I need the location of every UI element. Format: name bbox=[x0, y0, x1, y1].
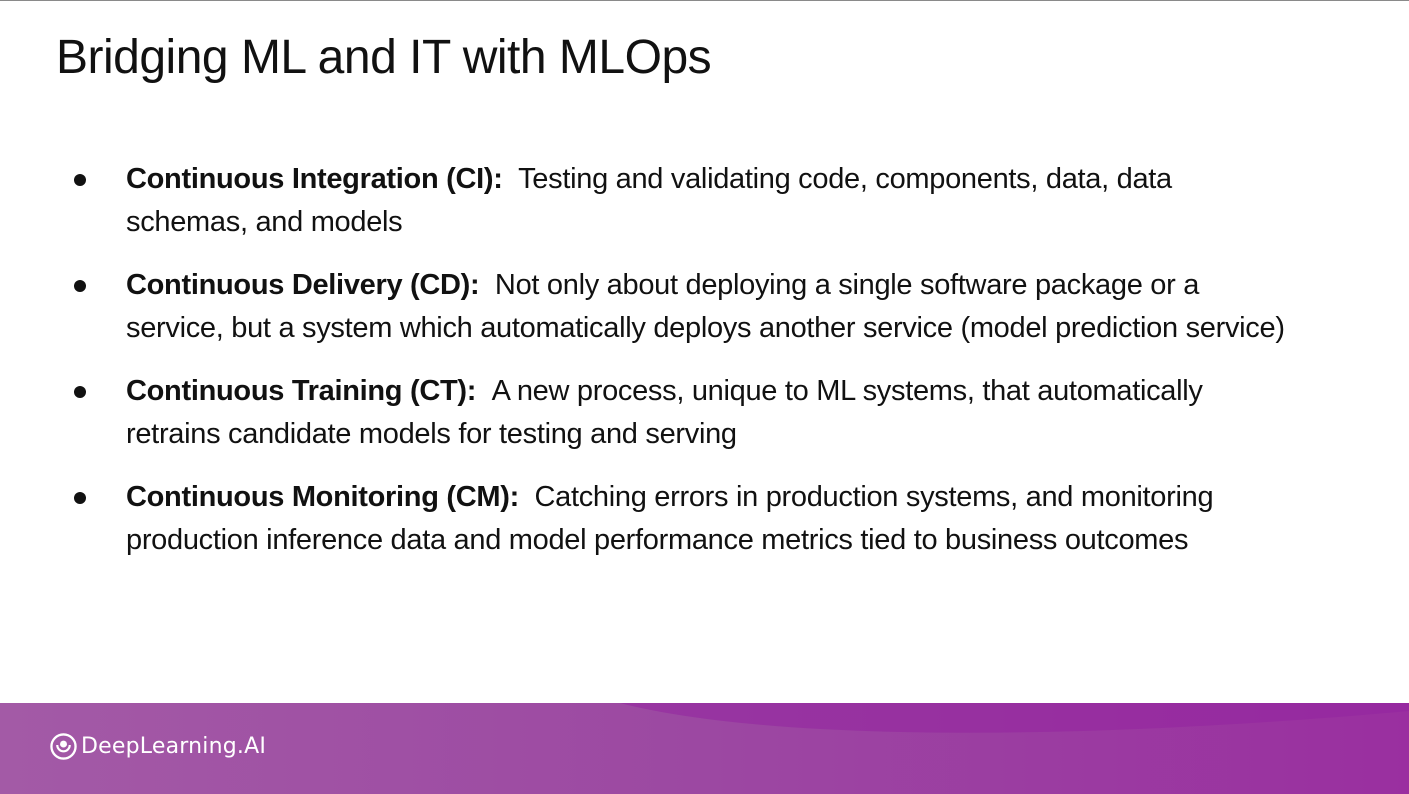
bullet-item-cm: Continuous Monitoring (CM): Catching err… bbox=[70, 476, 1300, 562]
bullet-item-cd: Continuous Delivery (CD): Not only about… bbox=[70, 264, 1300, 350]
brand-name: DeepLearning.AI bbox=[81, 734, 267, 759]
bullet-term: Continuous Monitoring (CM): bbox=[126, 481, 519, 513]
bullet-description: Not only about deploying a single softwa… bbox=[126, 269, 1285, 344]
bullet-description: A new process, unique to ML systems, tha… bbox=[126, 375, 1203, 450]
bullet-item-ci: Continuous Integration (CI): Testing and… bbox=[70, 158, 1300, 244]
bullet-description: Catching errors in production systems, a… bbox=[126, 481, 1214, 556]
bullet-dot-icon bbox=[74, 386, 86, 398]
bullet-item-ct: Continuous Training (CT): A new process,… bbox=[70, 370, 1300, 456]
bullet-dot-icon bbox=[74, 174, 86, 186]
footer-band: DeepLearning.AI bbox=[0, 703, 1409, 794]
bullet-term: Continuous Integration (CI): bbox=[126, 163, 503, 195]
brand-logo: DeepLearning.AI bbox=[50, 733, 266, 760]
bullet-dot-icon bbox=[74, 492, 86, 504]
bullet-description: Testing and validating code, components,… bbox=[126, 163, 1172, 238]
footer-swoosh bbox=[620, 703, 1409, 733]
bullet-dot-icon bbox=[74, 280, 86, 292]
bullet-list: Continuous Integration (CI): Testing and… bbox=[70, 158, 1300, 582]
slide-title: Bridging ML and IT with MLOps bbox=[56, 31, 712, 84]
bullet-term: Continuous Delivery (CD): bbox=[126, 269, 480, 301]
deeplearning-ai-logo-icon bbox=[50, 733, 77, 760]
bullet-term: Continuous Training (CT): bbox=[126, 375, 477, 407]
top-divider bbox=[0, 0, 1409, 1]
